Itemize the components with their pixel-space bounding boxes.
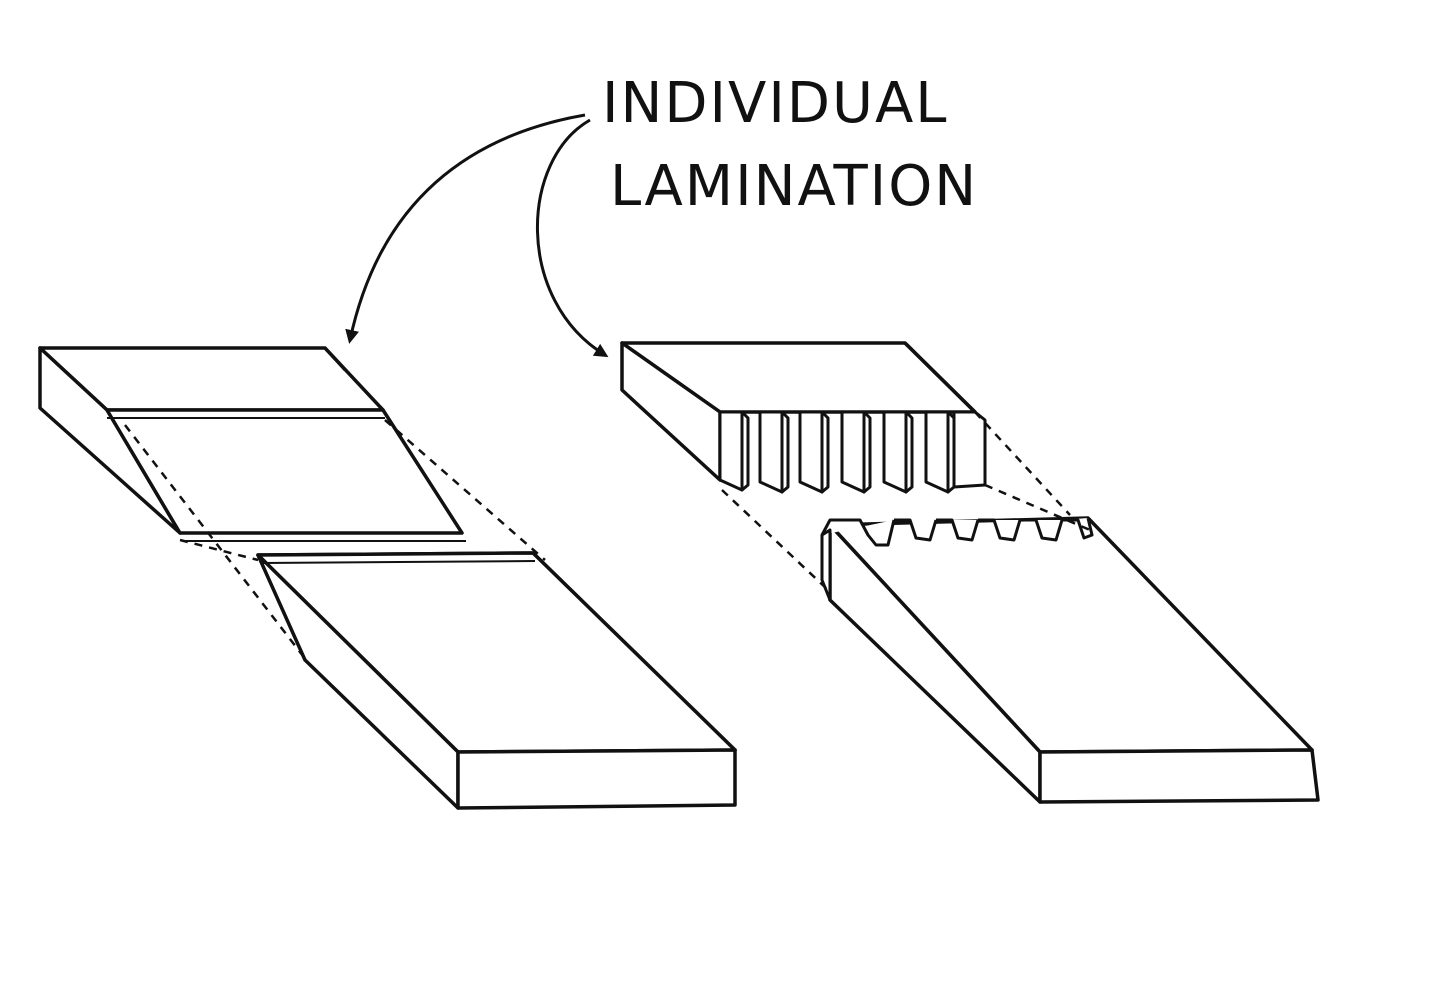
label-line-2: LAMINATION — [610, 154, 978, 219]
leader-arrows — [345, 113, 609, 358]
arrow-to-scarf-joint — [345, 113, 586, 344]
scarf-joint — [38, 346, 737, 810]
finger-lower-piece — [820, 516, 1320, 804]
label-line-1: INDIVIDUAL — [602, 71, 948, 136]
individual-lamination-label: INDIVIDUAL LAMINATION — [602, 71, 978, 219]
arrow-to-finger-joint — [535, 118, 609, 358]
scarf-lower-piece — [256, 551, 737, 810]
finger-joint — [620, 341, 1320, 804]
upper-fingers — [718, 410, 987, 494]
lower-sockets — [820, 517, 1094, 602]
scarf-dashed-lines — [124, 419, 546, 666]
finger-upper-piece — [620, 341, 987, 494]
scarf-upper-piece — [38, 346, 466, 542]
finger-dashed-lines — [721, 411, 1091, 591]
